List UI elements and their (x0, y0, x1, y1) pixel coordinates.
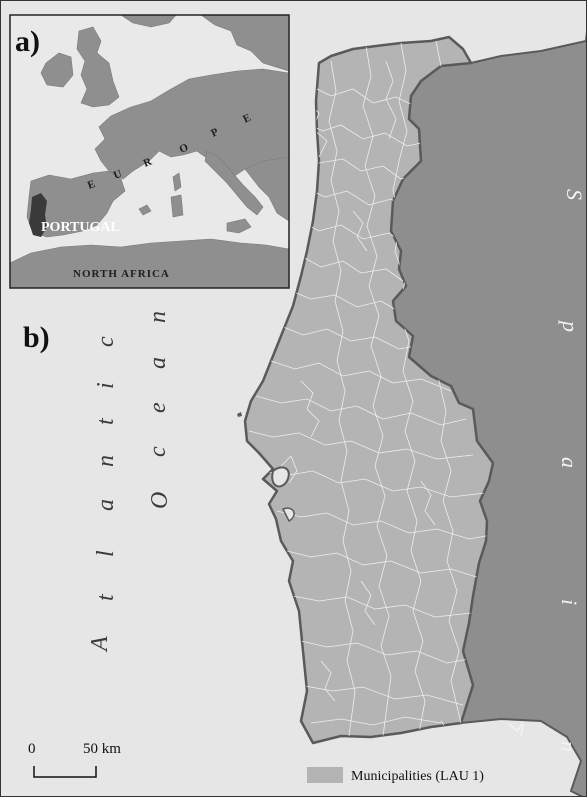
spain-label: S p a i n (556, 189, 586, 752)
ocean-letter: t (93, 417, 119, 425)
ocean-letter: n (145, 311, 171, 323)
legend-swatch (307, 767, 343, 783)
ocean-label-ocean: O c e a n (145, 311, 173, 509)
ocean-letter: a (93, 499, 119, 511)
sado-estuary (281, 507, 295, 523)
ocean-label-atlantic: A t l a n t i c (87, 336, 119, 653)
panel-label-b: b) (23, 321, 50, 354)
ocean-letter: t (93, 593, 119, 601)
guadiana-mouth (507, 722, 524, 737)
ocean-letter: l (93, 550, 119, 557)
inset-europe-letter: U (112, 167, 125, 181)
ocean-letter: n (93, 455, 119, 467)
spain-letter: a (557, 457, 582, 468)
scale-end-label: 50 km (83, 741, 121, 757)
ocean-letter: O (147, 492, 173, 509)
spain-letter: S (562, 189, 586, 200)
ocean-letter: i (93, 382, 119, 389)
ocean-letter: A (87, 636, 113, 653)
spain-letter: n (556, 741, 581, 752)
ocean-letter: e (145, 402, 171, 413)
spain-letter: i (557, 599, 582, 605)
scale-bar-line (33, 766, 97, 778)
ocean-letter: c (93, 336, 119, 347)
inset-europe-letter: E (86, 178, 98, 192)
berlengas-island (237, 412, 242, 417)
inset-portugal-highlight (29, 193, 47, 237)
inset-north-africa-label: NORTH AFRICA (73, 268, 170, 280)
inset-portugal-label: PORTUGAL (41, 220, 120, 235)
scale-start-label: 0 (28, 741, 36, 757)
panel-label-a: a) (15, 25, 40, 58)
portugal-landmass (243, 35, 495, 745)
spain-letter: p (558, 319, 583, 332)
ocean-letter: a (145, 357, 171, 369)
tagus-estuary (271, 466, 290, 488)
legend-label: Municipalities (LAU 1) (351, 769, 484, 784)
inset-europe-letter: O (178, 141, 191, 156)
legend: Municipalities (LAU 1) (307, 767, 484, 784)
ocean-letter: c (145, 446, 171, 457)
inset-map: E U R O P E PORTUGAL NORTH AFRICA a) (9, 14, 290, 289)
inset-europe-letter: R (142, 155, 155, 169)
scale-bar: 0 50 km (28, 741, 121, 778)
